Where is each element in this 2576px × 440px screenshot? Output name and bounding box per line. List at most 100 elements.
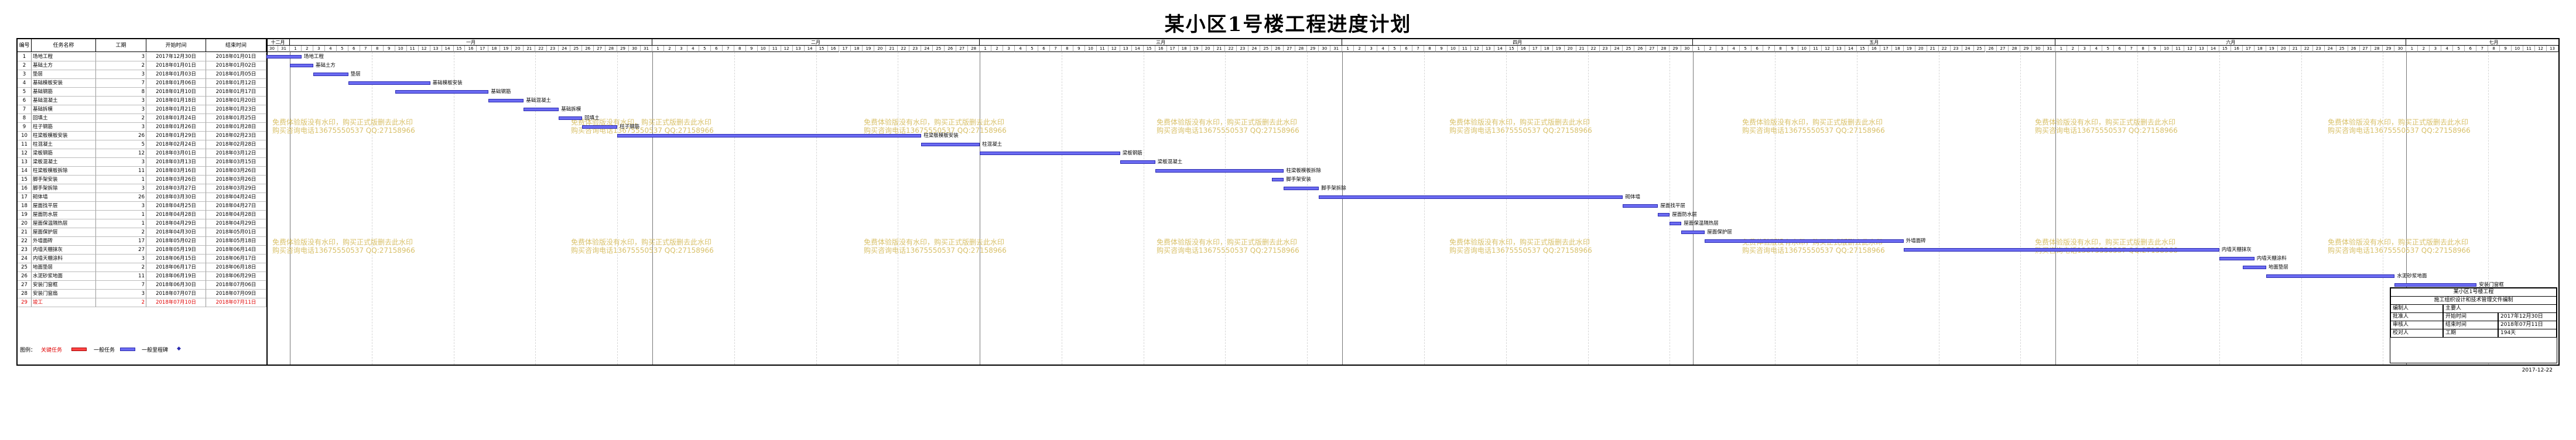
day-header: 1 bbox=[289, 46, 302, 52]
day-header: 19 bbox=[500, 46, 512, 52]
task-bar[interactable] bbox=[1681, 231, 1705, 234]
day-header: 15 bbox=[1506, 46, 1518, 52]
task-bar[interactable] bbox=[582, 125, 618, 129]
task-bar[interactable] bbox=[1120, 160, 1155, 164]
day-header: 26 bbox=[582, 46, 594, 52]
task-bar[interactable] bbox=[1670, 222, 1682, 225]
day-header: 7 bbox=[2126, 46, 2138, 52]
table-cell-end: 2018年01月23日 bbox=[206, 105, 266, 114]
table-cell-end: 2018年05月18日 bbox=[206, 237, 266, 246]
task-bar[interactable] bbox=[2266, 274, 2395, 278]
table-cell-end: 2018年02月28日 bbox=[206, 140, 266, 149]
table-cell-no: 23 bbox=[18, 246, 32, 255]
task-bar[interactable] bbox=[348, 81, 430, 85]
day-header: 12 bbox=[781, 46, 793, 52]
day-header: 9 bbox=[2149, 46, 2161, 52]
task-bar[interactable] bbox=[395, 90, 489, 94]
table-cell-name: 柱梁板模板拆除 bbox=[32, 167, 96, 176]
day-header: 22 bbox=[898, 46, 910, 52]
day-header: 23 bbox=[909, 46, 922, 52]
table-cell-start: 2018年03月26日 bbox=[146, 176, 206, 184]
table-cell-start: 2018年01月01日 bbox=[146, 61, 206, 70]
day-header: 19 bbox=[863, 46, 875, 52]
day-header: 13 bbox=[2547, 46, 2558, 52]
table-cell-dur: 3 bbox=[96, 123, 146, 132]
task-bar[interactable] bbox=[1623, 204, 1658, 208]
info-key: 审核人 bbox=[2390, 321, 2443, 329]
task-bar[interactable] bbox=[1705, 239, 1904, 243]
task-bar[interactable] bbox=[1284, 187, 1319, 190]
day-header: 1 bbox=[1693, 46, 1705, 52]
day-header: 24 bbox=[1962, 46, 1974, 52]
table-cell-dur: 1 bbox=[96, 219, 146, 228]
watermark-line: 购买咨询电话13675550537 QQ:27158966 bbox=[2328, 246, 2471, 255]
day-header: 19 bbox=[2266, 46, 2278, 52]
task-bar[interactable] bbox=[289, 64, 313, 67]
task-bar[interactable] bbox=[2242, 266, 2266, 269]
task-bar[interactable] bbox=[617, 134, 922, 138]
day-header: 1 bbox=[1342, 46, 1354, 52]
task-bar[interactable] bbox=[524, 108, 559, 111]
watermark-line: 购买咨询电话13675550537 QQ:27158966 bbox=[2328, 126, 2471, 135]
info-value-2: 194天 bbox=[2498, 329, 2557, 338]
table-cell-name: 柱子钢筋 bbox=[32, 123, 96, 132]
table-cell-name: 脚手架拆除 bbox=[32, 184, 96, 193]
info-key: 编制人 bbox=[2390, 304, 2443, 313]
day-header: 23 bbox=[1950, 46, 1962, 52]
table-cell-no: 6 bbox=[18, 97, 32, 105]
task-bar[interactable] bbox=[2394, 283, 2477, 287]
col-header-name: 任务名称 bbox=[32, 39, 96, 52]
task-bar-label: 外墙面砖 bbox=[1906, 238, 1926, 244]
task-bar-label: 柱梁板模板拆除 bbox=[1286, 168, 1321, 174]
day-header: 20 bbox=[512, 46, 524, 52]
day-header: 22 bbox=[1225, 46, 1237, 52]
day-header: 25 bbox=[1973, 46, 1986, 52]
day-header: 5 bbox=[2102, 46, 2115, 52]
day-header: 16 bbox=[827, 46, 840, 52]
day-header: 14 bbox=[1494, 46, 1506, 52]
table-cell-dur: 27 bbox=[96, 246, 146, 255]
day-header: 31 bbox=[1330, 46, 1343, 52]
day-header: 7 bbox=[1049, 46, 1062, 52]
day-header: 11 bbox=[2173, 46, 2184, 52]
task-bar[interactable] bbox=[1658, 213, 1670, 216]
day-header: 24 bbox=[1248, 46, 1261, 52]
legend-normal-swatch bbox=[120, 348, 135, 351]
table-cell-no: 16 bbox=[18, 184, 32, 193]
grid-line bbox=[1307, 52, 1308, 365]
day-header: 9 bbox=[1787, 46, 1798, 52]
task-bar[interactable] bbox=[1272, 178, 1284, 181]
grid-line bbox=[734, 52, 735, 365]
table-cell-no: 1 bbox=[18, 53, 32, 61]
watermark-line: 购买咨询电话13675550537 QQ:27158966 bbox=[864, 246, 1007, 255]
day-header: 3 bbox=[1716, 46, 1729, 52]
task-bar[interactable] bbox=[313, 73, 348, 76]
day-header: 30 bbox=[266, 46, 278, 52]
table-cell-name: 基础钢筋 bbox=[32, 88, 96, 97]
watermark: 免费体验版没有水印，购买正式版删去此水印购买咨询电话13675550537 QQ… bbox=[272, 238, 415, 255]
watermark-line: 购买咨询电话13675550537 QQ:27158966 bbox=[571, 246, 714, 255]
task-bar[interactable] bbox=[488, 99, 524, 102]
task-bar[interactable] bbox=[980, 152, 1120, 155]
table-cell-dur: 2 bbox=[96, 61, 146, 70]
table-cell-no: 22 bbox=[18, 237, 32, 246]
table-cell-no: 26 bbox=[18, 272, 32, 281]
day-header: 3 bbox=[313, 46, 325, 52]
table-cell-name: 内墙天棚抹灰 bbox=[32, 246, 96, 255]
day-header: 20 bbox=[1915, 46, 1927, 52]
task-bar[interactable] bbox=[1319, 195, 1623, 199]
day-header: 6 bbox=[2465, 46, 2477, 52]
table-cell-name: 柱梁板模板安装 bbox=[32, 132, 96, 140]
task-bar[interactable] bbox=[266, 55, 302, 59]
task-bar[interactable] bbox=[921, 143, 980, 146]
table-cell-name: 地面垫层 bbox=[32, 263, 96, 272]
task-bar[interactable] bbox=[1903, 248, 2219, 252]
task-bar-label: 基础模板安装 bbox=[432, 80, 463, 86]
table-cell-end: 2018年06月14日 bbox=[206, 246, 266, 255]
task-bar[interactable] bbox=[559, 116, 583, 120]
task-bar[interactable] bbox=[2219, 257, 2255, 260]
table-cell-start: 2018年07月10日 bbox=[146, 298, 206, 307]
task-bar[interactable] bbox=[1155, 169, 1284, 173]
day-header: 8 bbox=[1061, 46, 1073, 52]
